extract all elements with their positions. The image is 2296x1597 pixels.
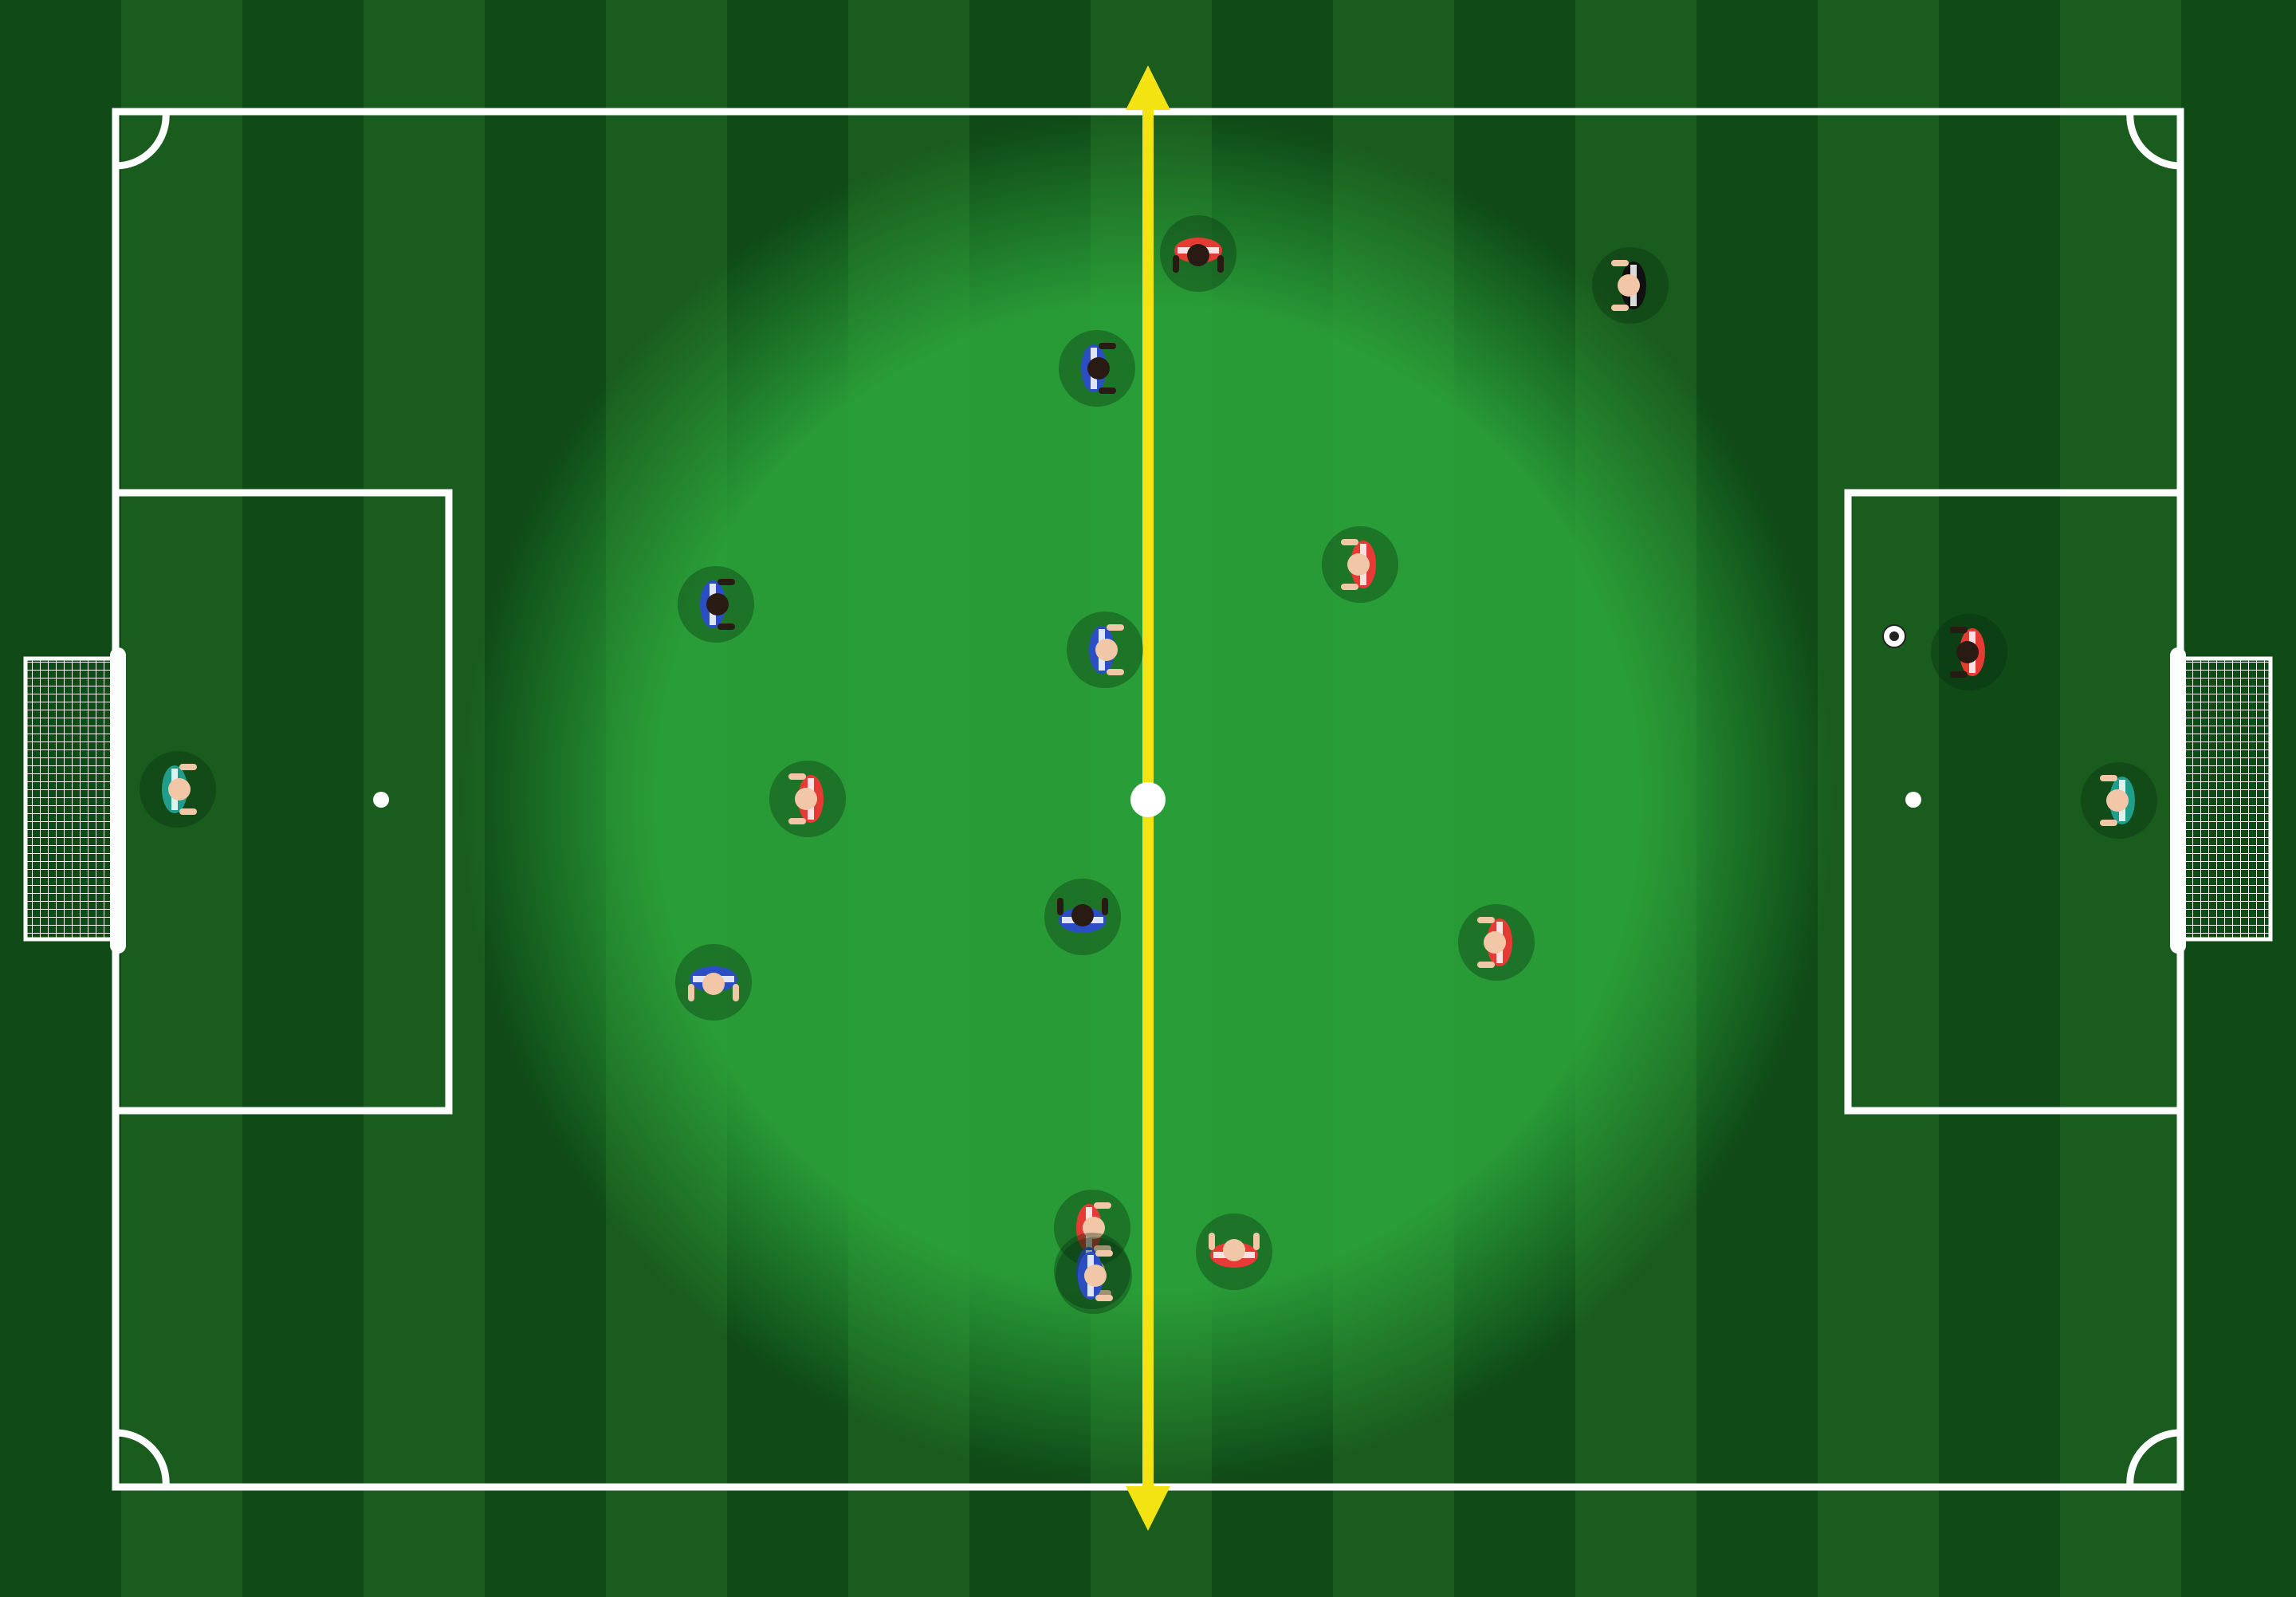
player-arm: [1341, 539, 1358, 545]
player-arm: [1107, 624, 1124, 631]
player-arm: [788, 773, 806, 780]
player-arm: [1217, 255, 1224, 273]
player-arm: [1173, 255, 1179, 273]
player-head: [1956, 641, 1979, 663]
player-blue-2: [678, 566, 754, 643]
player-arm: [1611, 305, 1629, 311]
player-arm: [179, 764, 197, 770]
player-arm: [718, 579, 735, 585]
player-arm: [788, 818, 806, 824]
player-head: [795, 788, 817, 810]
player-arm: [1253, 1233, 1260, 1250]
player-head: [1223, 1239, 1245, 1261]
player-arm: [1102, 898, 1108, 915]
player-gk-right: [2081, 762, 2157, 839]
player-head: [168, 778, 191, 800]
player-arm: [1611, 260, 1629, 266]
player-arm: [688, 984, 694, 1001]
goal-net-left: [26, 659, 115, 939]
player-head: [2106, 789, 2129, 812]
player-arm: [718, 623, 735, 630]
player-arm: [1094, 1202, 1111, 1209]
player-head: [1347, 553, 1370, 576]
goal-post-left: [110, 647, 126, 954]
player-head: [1084, 1265, 1107, 1287]
player-blue-1: [1059, 330, 1135, 407]
goal-left: [26, 647, 126, 954]
player-red-6: [1931, 614, 2007, 690]
player-head: [702, 973, 725, 995]
player-head: [1618, 274, 1640, 297]
player-arm: [2100, 820, 2117, 826]
player-arm: [1057, 898, 1063, 915]
player-head: [1071, 904, 1094, 926]
player-blue-4: [1044, 879, 1121, 955]
player-arm: [1099, 343, 1116, 349]
goal-post-right: [2170, 647, 2186, 954]
player-arm: [1341, 584, 1358, 590]
player-gk-left: [140, 751, 216, 828]
player-red-1: [1160, 215, 1236, 292]
penalty-spot-right: [1905, 792, 1921, 808]
player-arm: [1107, 669, 1124, 675]
player-blue-5: [675, 944, 752, 1021]
player-red-2: [1322, 526, 1398, 603]
player-head: [1087, 357, 1110, 380]
goal-net-right: [2181, 659, 2270, 939]
player-red-4: [1458, 904, 1535, 981]
player-red-3: [769, 761, 846, 837]
player-arm: [1099, 387, 1116, 394]
player-arm: [1950, 671, 1968, 678]
player-arm: [1477, 917, 1495, 923]
center-spot: [1130, 782, 1166, 817]
player-head: [1095, 639, 1118, 661]
player-blue-7: [1056, 1237, 1132, 1314]
player-arm: [179, 808, 197, 815]
player-arm: [1950, 627, 1968, 633]
player-arm: [1095, 1250, 1113, 1257]
player-head: [1187, 244, 1209, 266]
player-blue-3: [1067, 612, 1143, 688]
goal-right: [2170, 647, 2270, 954]
player-head: [706, 593, 729, 616]
penalty-spot-left: [373, 792, 389, 808]
grass-stripe: [242, 0, 364, 1597]
player-arm: [2100, 775, 2117, 781]
player-head: [1484, 931, 1506, 954]
player-referee: [1592, 247, 1669, 324]
player-red-5: [1196, 1213, 1272, 1290]
player-arm: [1477, 962, 1495, 968]
player-arm: [1095, 1295, 1113, 1301]
grass-stripe: [1939, 0, 2060, 1597]
player-arm: [733, 984, 739, 1001]
ball: [1883, 625, 1905, 647]
player-arm: [1209, 1233, 1215, 1250]
